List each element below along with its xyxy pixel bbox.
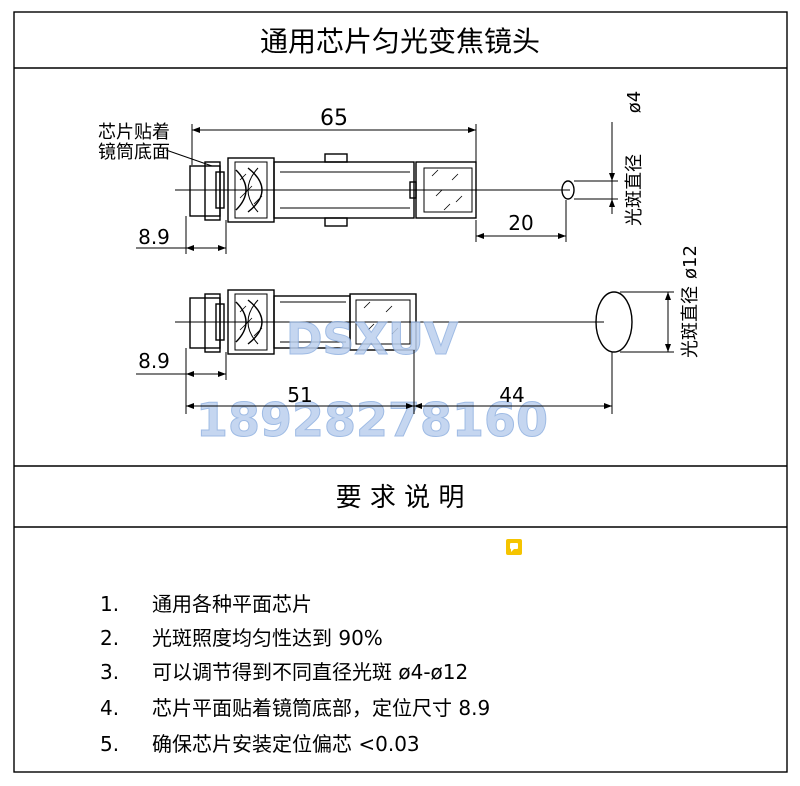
requirement-item-2: 2. 光斑照度均匀性达到 90% [100,622,383,651]
requirement-text: 芯片平面贴着镜筒底部，定位尺寸 8.9 [152,696,491,720]
top-lens-assembly [175,153,575,227]
chip-leader-line [165,149,213,167]
requirement-item-3: 3. 可以调节得到不同直径光斑 ø4-ø12 [100,656,468,685]
top-spot-label: 光斑直径 [624,154,645,226]
requirement-number: 5. [100,732,120,756]
watermark-line2: 18928278160 [196,393,548,447]
requirement-number: 3. [100,660,120,684]
top-distance-dimension: 20 [508,211,533,235]
requirement-text: 光斑照度均匀性达到 90% [152,626,383,650]
top-lens-1 [235,169,247,211]
top-dimensions: 65 8.9 20 光斑直径 ø4 芯片贴着 镜筒底面 [98,91,645,254]
chip-note-line1: 芯片贴着 [98,122,170,143]
top-light-spot [561,180,575,200]
top-spot-diameter: ø4 [624,91,645,113]
top-offset-dimension: 8.9 [138,225,170,249]
requirement-text: 可以调节得到不同直径光斑 ø4-ø12 [152,660,469,684]
requirement-number: 2. [100,626,120,650]
bottom-lens-1 [235,301,247,343]
chip-note-line2: 镜筒底面 [98,142,170,163]
bottom-lens-assembly [175,289,633,355]
requirements-title: 要 求 说 明 [336,483,465,513]
bottom-spot-diameter: ø12 [680,245,701,279]
bottom-spot-label: 光斑直径 [680,286,701,358]
bottom-length-dimension: 51 [287,383,312,407]
top-chip [215,171,225,209]
requirement-item-1: 1. 通用各种平面芯片 [100,588,312,617]
requirement-item-4: 4. 芯片平面贴着镜筒底部，定位尺寸 8.9 [100,692,490,721]
sheet-frame [13,11,788,773]
bottom-distance-dimension: 44 [499,383,524,407]
bottom-light-spot [595,291,633,353]
drawing-title: 通用芯片匀光变焦镜头 [260,25,540,58]
top-length-dimension: 65 [320,106,348,131]
requirement-number: 4. [100,696,120,720]
watermark-line1: DSXUV [286,314,458,365]
bottom-chip [215,303,225,341]
requirement-text: 确保芯片安装定位偏芯 <0.03 [152,732,420,756]
requirement-item-5: 5. 确保芯片安装定位偏芯 <0.03 [100,728,420,757]
comment-icon[interactable] [506,539,522,555]
bottom-dimensions: 8.9 51 44 光斑直径 ø12 [136,245,701,414]
requirement-text: 通用各种平面芯片 [152,592,312,616]
bottom-offset-dimension: 8.9 [138,349,170,373]
requirement-number: 1. [100,592,120,616]
